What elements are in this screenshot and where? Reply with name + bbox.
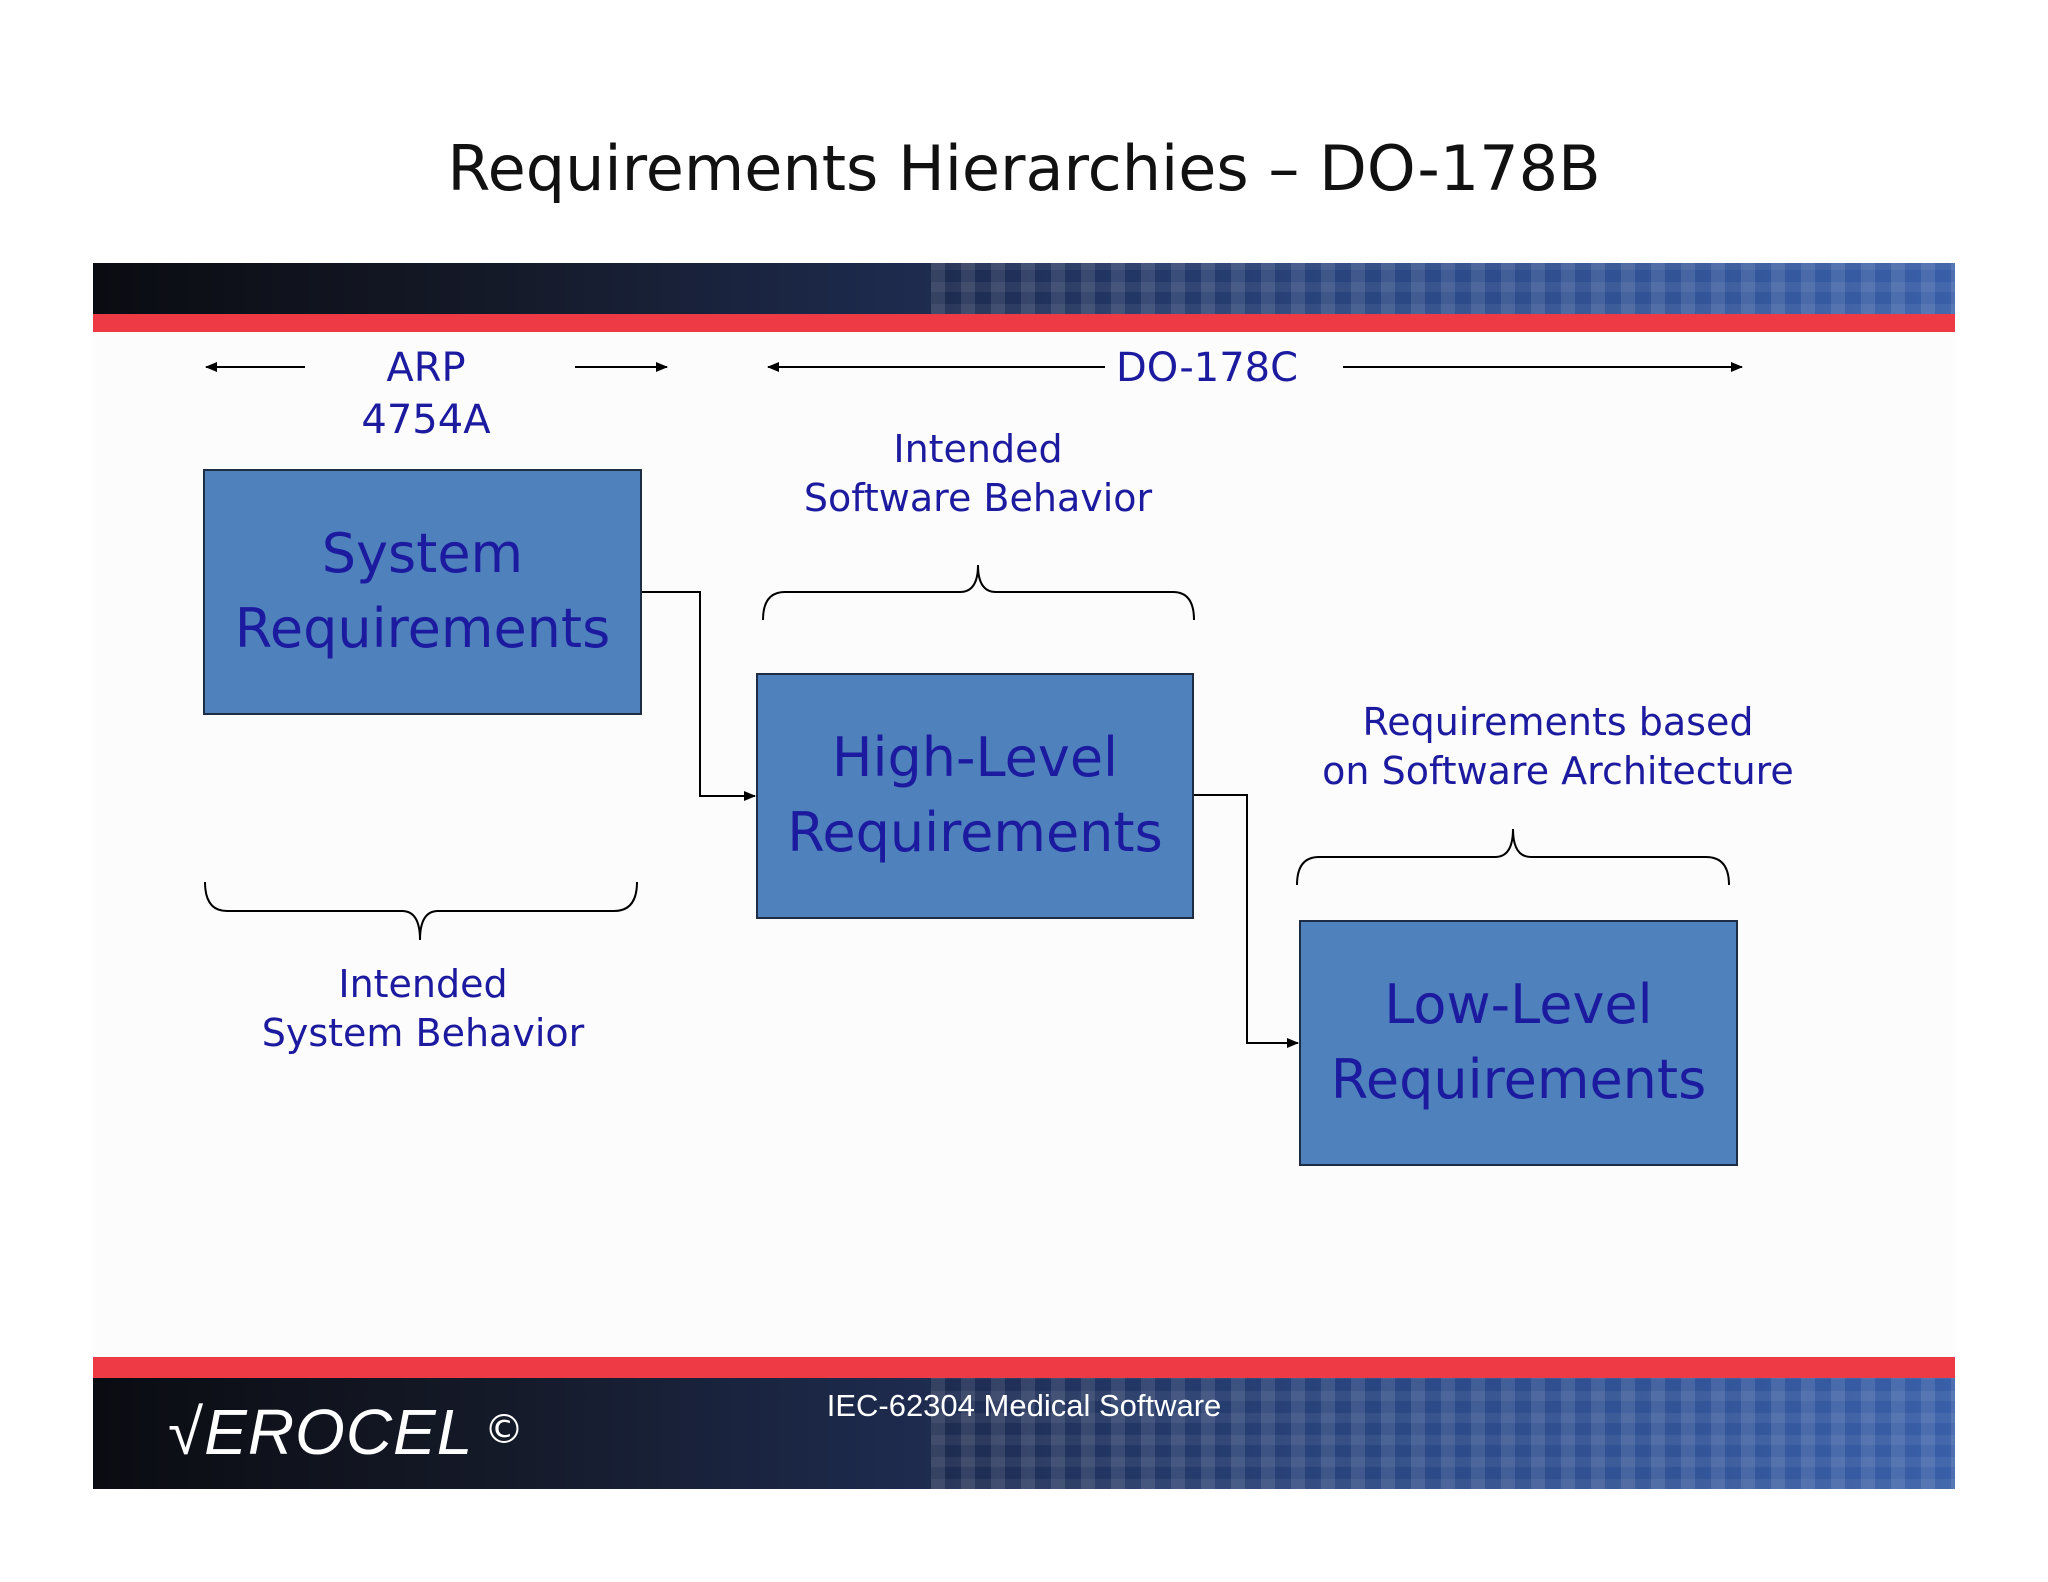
low-level-requirements-box: Low-Level Requirements [1299,920,1738,1166]
system-requirements-box: System Requirements [203,469,642,715]
note-line: System Behavior [261,1011,585,1056]
box-label-line: Low-Level [1384,973,1653,1037]
box-label-line: System [321,522,524,586]
arp-span-label: ARP 4754A [361,345,491,443]
note-line: Requirements based [1362,700,1754,744]
footer-caption: IEC-62304 Medical Software [826,1388,1222,1423]
system-behavior-brace [204,881,638,941]
high-level-requirements-box: High-Level Requirements [756,673,1194,919]
software-behavior-note: Intended Software Behavior [758,425,1198,524]
note-line: Intended [893,427,1063,471]
company-logo: √EROCEL [168,1396,474,1468]
architecture-brace [1296,828,1730,886]
box-label-line: Requirements [1330,1048,1707,1111]
footer-band [93,1357,1955,1489]
do178c-span-label: DO-178C [1115,345,1299,391]
note-line: on Software Architecture [1322,749,1794,794]
note-line: Intended [338,962,508,1006]
software-behavior-brace [762,564,1195,621]
slide-title: Requirements Hierarchies – DO-178B [447,132,1601,205]
system-behavior-note: Intended System Behavior [218,960,628,1059]
high-to-low-connector [1194,794,1299,1048]
system-to-high-connector [642,591,756,801]
note-line: Software Behavior [803,476,1153,521]
header-band [93,263,1955,333]
box-label-line: Requirements [234,597,611,660]
box-label-line: High-Level [831,726,1119,790]
box-label-line: Requirements [787,801,1163,864]
architecture-note: Requirements based on Software Architect… [1268,698,1848,797]
copyright-symbol: © [484,1407,524,1453]
